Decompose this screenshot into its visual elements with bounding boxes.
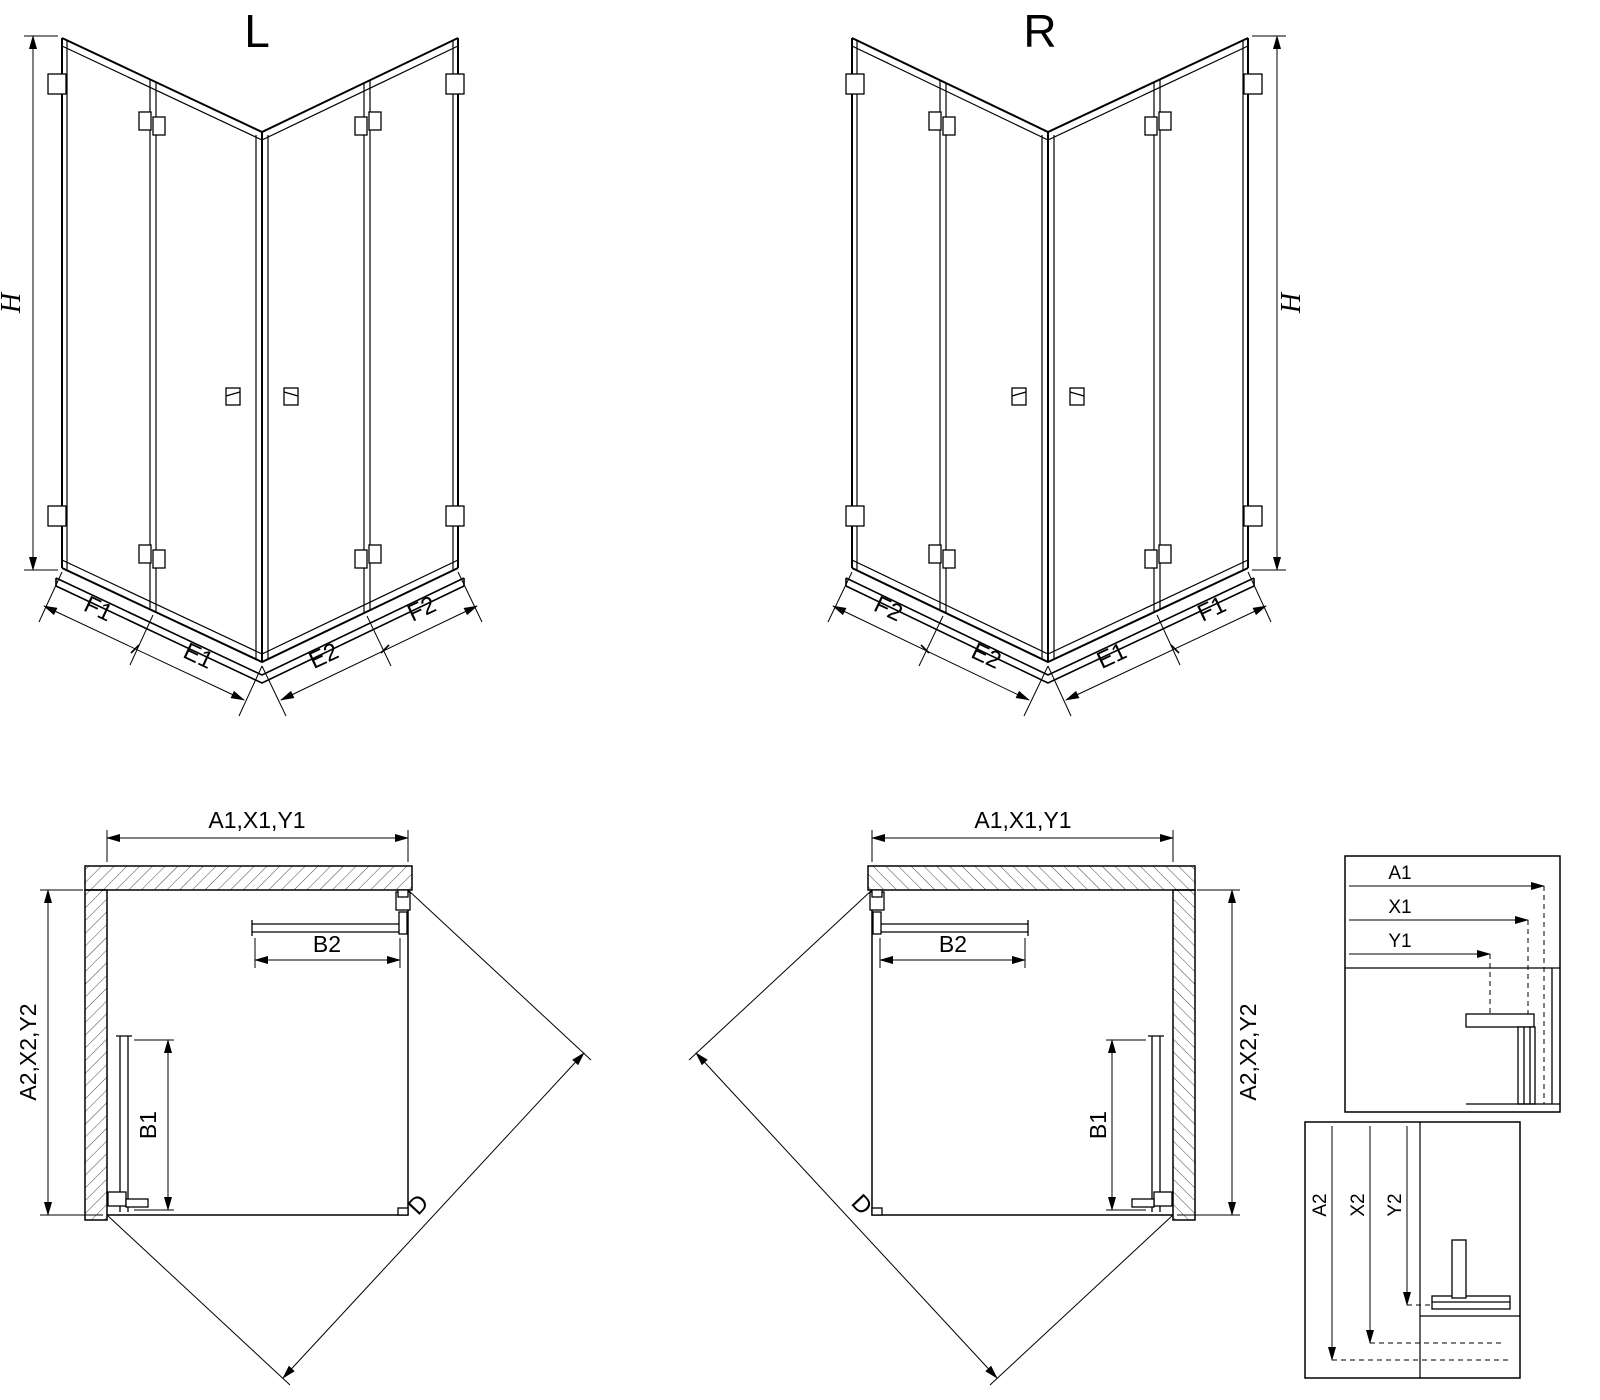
plan-left-b1-label: B1 <box>135 1111 161 1139</box>
detail-y2-label: Y2 <box>1385 1193 1406 1216</box>
plan-view-left <box>40 830 591 1385</box>
plan-view-right <box>689 830 1240 1385</box>
plan-right-b1-label: B1 <box>1085 1111 1111 1139</box>
iso-right-height-label: H <box>1276 291 1307 314</box>
iso-left-title: L <box>244 5 270 57</box>
iso-left-height-label: H <box>0 291 27 314</box>
iso-right-f2-label: F2 <box>870 591 907 627</box>
detail-width-box <box>1344 855 1561 1113</box>
detail-depth-box <box>1304 1121 1521 1379</box>
detail-depth-projection-lines <box>1332 1304 1512 1361</box>
iso-right-title: R <box>1023 5 1056 57</box>
iso-left-f1-label: F1 <box>80 591 117 627</box>
plan-right-depth-dim-label: A2,X2,Y2 <box>1235 1003 1261 1100</box>
detail-a1-label: A1 <box>1388 863 1411 884</box>
plan-left-depth-dim-label: A2,X2,Y2 <box>15 1003 41 1100</box>
iso-left-e2-label: E2 <box>305 638 343 675</box>
labels: L H F1 E1 E2 F2 R H F2 E2 E1 F1 A1,X1,Y1… <box>0 5 1412 1220</box>
iso-left-e1-label: E1 <box>179 638 217 675</box>
detail-x2-label: X2 <box>1348 1193 1369 1216</box>
iso-right-e2-label: E2 <box>967 638 1005 675</box>
plan-left-width-dim-label: A1,X1,Y1 <box>208 807 305 833</box>
detail-y1-label: Y1 <box>1388 931 1411 952</box>
plan-right-b2-label: B2 <box>939 931 967 957</box>
detail-width-profile <box>1465 968 1560 1105</box>
iso-left-f2-label: F2 <box>403 591 440 627</box>
iso-right-f1-label: F1 <box>1193 591 1230 627</box>
detail-width-projection-lines <box>1489 886 1545 1104</box>
plan-right-width-dim-label: A1,X1,Y1 <box>974 807 1071 833</box>
detail-a2-label: A2 <box>1310 1193 1331 1216</box>
detail-depth-profile <box>1420 1239 1520 1317</box>
iso-right-e1-label: E1 <box>1093 638 1131 675</box>
plan-left-b2-label: B2 <box>313 931 341 957</box>
detail-x1-label: X1 <box>1388 897 1411 918</box>
